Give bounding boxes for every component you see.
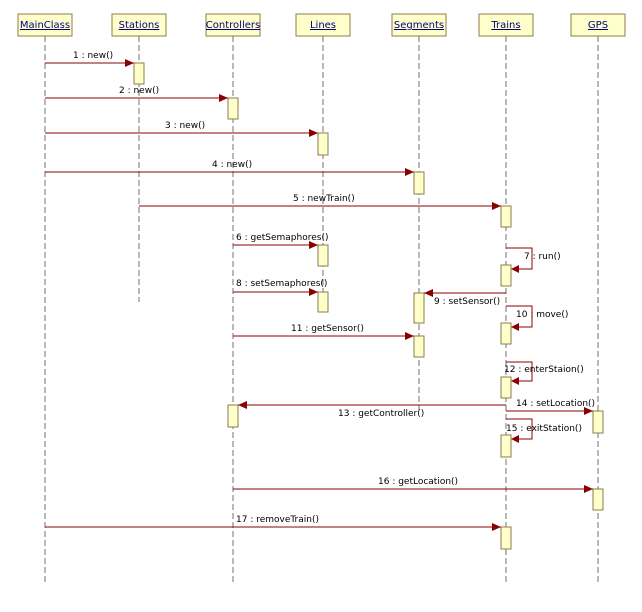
- activation-4: [413, 171, 425, 195]
- message-2-arrowhead: [219, 94, 228, 102]
- message-5-label: 5 : newTrain(): [293, 194, 355, 204]
- lifeline-trains-label: Trains: [490, 20, 520, 31]
- message-1-arrowhead: [125, 59, 134, 67]
- message-5-arrowhead: [492, 202, 501, 210]
- activation-3: [317, 132, 329, 156]
- activation-6: [317, 244, 329, 267]
- lifeline-gps-box: [570, 13, 626, 37]
- message-14-label: 14 : setLocation(): [516, 399, 595, 409]
- message-7-arrowhead: [511, 265, 519, 273]
- message-2-label: 2 : new(): [119, 86, 159, 96]
- message-10-label: 10 : move(): [516, 310, 568, 320]
- message-10-arrowhead: [511, 323, 519, 331]
- message-6: 6 : getSemaphores(): [233, 233, 328, 249]
- lifeline-mainclass-box: [17, 13, 73, 37]
- message-15-label: 15 : exitStation(): [506, 424, 582, 434]
- activation-2: [227, 97, 239, 120]
- activation-14: [592, 410, 604, 434]
- activation-9: [413, 292, 425, 324]
- activation-13: [227, 404, 239, 428]
- messages: 1 : new() 2 : new() 3 : new() 4 : new() 5 : …: [45, 51, 595, 531]
- activations: [133, 62, 604, 550]
- message-13-label: 13 : getController(): [338, 409, 424, 419]
- message-9-label: 9 : setSensor(): [434, 297, 500, 307]
- message-16-label: 16 : getLocation(): [378, 477, 458, 487]
- message-4-label: 4 : new(): [212, 160, 252, 170]
- message-9-arrowhead: [424, 289, 433, 297]
- activation-5: [500, 205, 512, 228]
- activation-12: [500, 376, 512, 399]
- message-16-arrowhead: [584, 485, 593, 493]
- message-16: 16 : getLocation(): [233, 477, 593, 493]
- message-15-arrow: [506, 418, 533, 440]
- message-15: 15 : exitStation(): [506, 418, 582, 443]
- activation-7: [500, 264, 512, 287]
- lifeline-controllers: Controllers: [205, 13, 261, 585]
- message-1-label: 1 : new(): [73, 51, 113, 61]
- activation-1: [133, 62, 145, 85]
- activation-15: [500, 434, 512, 458]
- message-7-label: 7 : run(): [524, 252, 561, 262]
- message-12-label: 12 : enterStaion(): [504, 365, 584, 375]
- lifeline-mainclass-label: MainClass: [20, 20, 70, 31]
- activation-10: [500, 322, 512, 345]
- message-12-arrowhead: [511, 377, 519, 385]
- activation-11: [413, 335, 425, 358]
- lifeline-controllers-box: [205, 13, 261, 37]
- message-17-label: 17 : removeTrain(): [236, 515, 319, 525]
- message-6-arrowhead: [309, 241, 318, 249]
- lifeline-stations: Stations: [111, 13, 167, 302]
- lifeline-segments-box: [391, 13, 447, 37]
- lifeline-trains: Trains: [478, 13, 534, 585]
- lifeline-trains-box: [478, 13, 534, 37]
- message-4-arrowhead: [405, 168, 414, 176]
- message-5: 5 : newTrain(): [139, 194, 501, 210]
- message-2: 2 : new(): [45, 86, 228, 102]
- message-17: 17 : removeTrain(): [45, 515, 501, 531]
- message-10-arrow: [506, 305, 533, 328]
- message-8: 8 : setSemaphores(): [233, 279, 327, 296]
- message-15-arrowhead: [511, 435, 519, 443]
- message-10: 10 : move(): [506, 305, 568, 331]
- message-9: 9 : setSensor(): [424, 289, 506, 307]
- lifeline-gps-label: GPS: [588, 20, 608, 31]
- lifeline-controllers-label: Controllers: [206, 20, 260, 31]
- message-8-arrowhead: [309, 288, 318, 296]
- lifeline-gps: GPS: [570, 13, 626, 585]
- message-17-arrowhead: [492, 523, 501, 531]
- message-14-arrowhead: [584, 407, 593, 415]
- lifeline-lines-box: [295, 13, 351, 37]
- message-13-arrowhead: [238, 401, 247, 409]
- message-12-arrow: [506, 361, 533, 382]
- message-7-arrow: [506, 247, 533, 270]
- message-12: 12 : enterStaion(): [504, 361, 584, 385]
- activation-16: [592, 488, 604, 511]
- activation-17: [500, 526, 512, 550]
- lifeline-stations-label: Stations: [119, 20, 160, 31]
- message-11-label: 11 : getSensor(): [291, 324, 364, 334]
- message-13: 13 : getController(): [238, 401, 506, 419]
- message-8-label: 8 : setSemaphores(): [236, 279, 327, 289]
- message-11: 11 : getSensor(): [233, 324, 414, 340]
- lifelines: MainClass Stations Controllers Lines Segment…: [17, 13, 626, 585]
- activation-8: [317, 291, 329, 313]
- message-3-arrowhead: [309, 129, 318, 137]
- lifeline-stations-box: [111, 13, 167, 37]
- message-7: 7 : run(): [506, 247, 561, 273]
- message-3-label: 3 : new(): [165, 121, 205, 131]
- message-3: 3 : new(): [45, 121, 318, 137]
- message-1: 1 : new(): [45, 51, 134, 67]
- lifeline-lines-label: Lines: [310, 20, 336, 31]
- message-11-arrowhead: [405, 332, 414, 340]
- message-14: 14 : setLocation(): [506, 399, 595, 415]
- message-4: 4 : new(): [45, 160, 414, 176]
- lifeline-mainclass: MainClass: [17, 13, 73, 585]
- lifeline-segments-label: Segments: [394, 20, 444, 31]
- message-6-label: 6 : getSemaphores(): [236, 233, 328, 243]
